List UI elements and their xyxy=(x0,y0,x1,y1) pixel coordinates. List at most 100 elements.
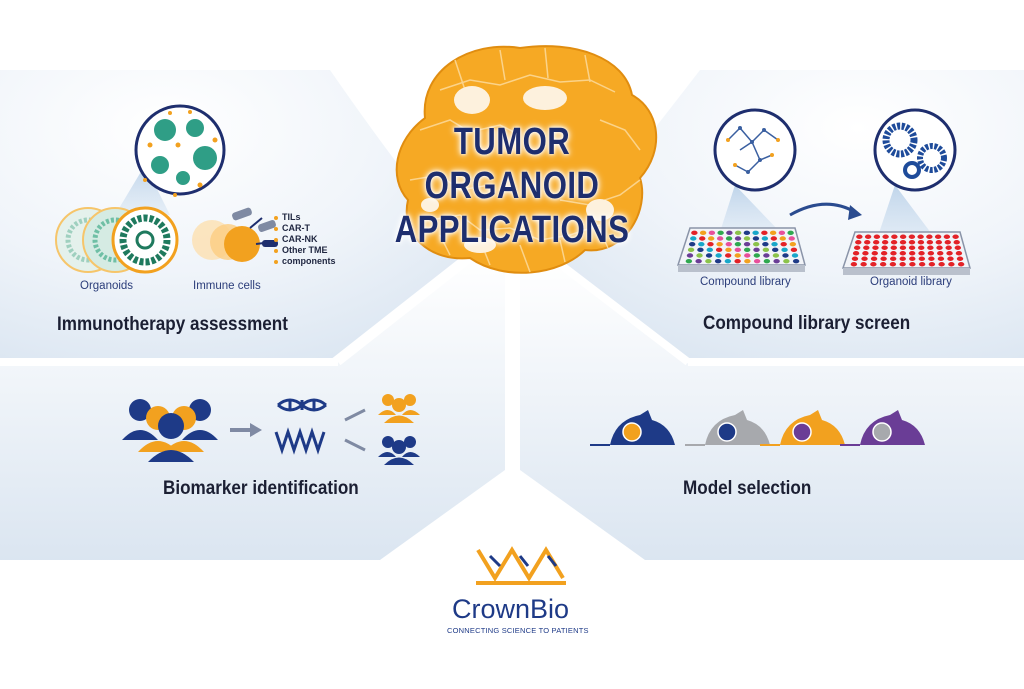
crownbio-logo-text: CrownBio xyxy=(452,594,570,624)
plate-well xyxy=(753,258,761,264)
plate-well xyxy=(690,236,697,241)
plate-well xyxy=(790,247,798,253)
plate-well xyxy=(947,256,954,261)
plate-well xyxy=(856,234,863,239)
plate-well xyxy=(725,236,733,241)
plate-well xyxy=(734,258,741,264)
plate-well xyxy=(918,256,926,261)
plate-well xyxy=(908,245,916,250)
plate-well xyxy=(899,240,907,245)
plate-well xyxy=(743,236,751,241)
arrow-icon xyxy=(789,202,856,217)
organoids-label: Organoids xyxy=(80,280,134,292)
plate-well xyxy=(734,241,742,247)
plate-well xyxy=(917,240,925,245)
plate-well xyxy=(891,234,898,239)
plate-well xyxy=(788,236,795,241)
plate-well xyxy=(945,245,952,250)
plate-well xyxy=(873,234,881,239)
molecule-magnifier-icon xyxy=(713,108,797,232)
plate-well xyxy=(918,245,925,250)
model-selection-title: Model selection xyxy=(683,478,812,499)
plate-well xyxy=(762,241,769,247)
plate-well xyxy=(937,256,945,261)
plate-well xyxy=(769,230,777,236)
plate-well xyxy=(953,240,960,245)
plate-well xyxy=(917,234,924,239)
plate-well xyxy=(927,251,935,256)
bullet-car-t: CAR-T xyxy=(274,223,336,234)
plate-well xyxy=(918,262,926,267)
non-responder-group-icon xyxy=(378,436,420,465)
plate-well xyxy=(881,245,888,250)
plate-well xyxy=(691,230,698,236)
plate-well xyxy=(696,253,703,258)
plate-well xyxy=(773,258,780,264)
plate-well xyxy=(880,251,888,256)
plate-well xyxy=(943,234,951,239)
plate-well xyxy=(870,262,877,267)
plate-well xyxy=(714,258,722,264)
plate-well xyxy=(872,245,879,250)
plate-well xyxy=(952,234,959,239)
responder-group-icon xyxy=(378,394,420,423)
plate-well xyxy=(697,247,704,253)
plate-well xyxy=(909,256,916,261)
plate-well xyxy=(890,240,898,245)
plate-well xyxy=(783,258,790,264)
plate-well xyxy=(863,245,870,250)
plate-well xyxy=(717,230,724,236)
bullet-components: components xyxy=(274,256,336,267)
plate-well xyxy=(699,236,706,241)
organoid-library-label: Organoid library xyxy=(870,276,952,288)
plate-well xyxy=(882,234,889,239)
plate-well xyxy=(789,241,797,247)
plate-well xyxy=(752,230,759,236)
plate-well xyxy=(855,240,862,245)
plate-well xyxy=(715,247,723,253)
plate-well xyxy=(864,234,872,239)
plate-well xyxy=(725,241,732,247)
plate-well xyxy=(762,247,770,253)
plate-well xyxy=(899,251,907,256)
plate-well xyxy=(708,230,716,236)
plate-well xyxy=(716,236,724,241)
plate-well xyxy=(955,251,963,256)
plate-well xyxy=(686,253,694,258)
bullet-other-tme: Other TME xyxy=(274,245,336,256)
plate-well xyxy=(860,262,867,267)
plate-well xyxy=(734,253,741,258)
plate-well xyxy=(899,234,907,239)
mouse-gray-icon xyxy=(685,410,770,446)
plate-well xyxy=(724,253,732,258)
plate-well xyxy=(698,241,705,247)
plate-well xyxy=(850,262,858,267)
plate-well xyxy=(926,234,933,239)
plate-well xyxy=(926,240,934,245)
panel-model xyxy=(520,260,1024,560)
plate-well xyxy=(734,236,742,241)
plate-well xyxy=(761,236,769,241)
plate-well xyxy=(890,251,897,256)
plate-well xyxy=(851,256,859,261)
plate-well xyxy=(726,230,733,236)
plate-well xyxy=(761,230,768,236)
immune-cells-label: Immune cells xyxy=(193,280,261,292)
plate-well xyxy=(944,240,951,245)
plate-well xyxy=(928,256,935,261)
plate-well xyxy=(763,253,770,258)
crownbio-logo-icon xyxy=(476,546,566,585)
plate-well xyxy=(705,253,713,258)
bullet-tils: TILs xyxy=(274,212,336,223)
plate-well xyxy=(948,262,955,267)
plate-well xyxy=(899,245,907,250)
plate-well xyxy=(954,245,962,250)
plate-well xyxy=(743,241,751,247)
plate-well xyxy=(743,247,751,253)
plate-well xyxy=(899,262,906,267)
plate-well xyxy=(853,245,861,250)
plate-well xyxy=(908,234,916,239)
plate-well xyxy=(778,230,786,236)
plate-well xyxy=(725,247,732,253)
immunotherapy-title: Immunotherapy assessment xyxy=(57,314,288,335)
